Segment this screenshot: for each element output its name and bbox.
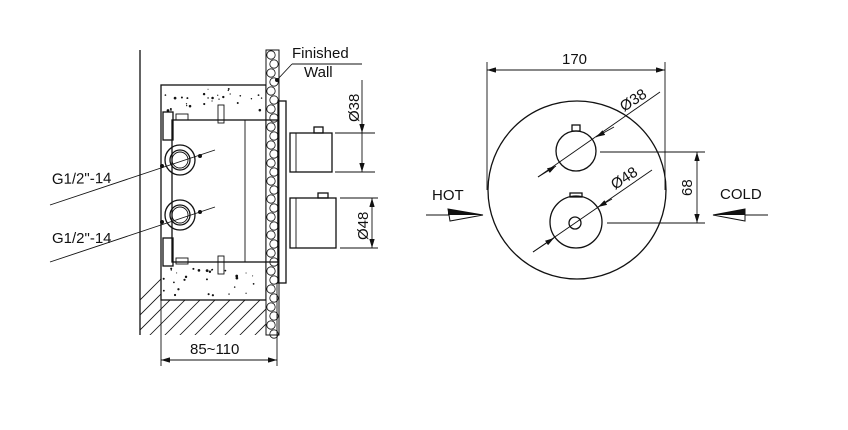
inlet-label-bottom: G1/2"-14 xyxy=(52,230,112,247)
finished-wall-label: Finished xyxy=(292,45,349,62)
side-view: G1/2"-14 G1/2"-14 Finished Wall Ø38 Ø48 … xyxy=(49,45,378,366)
inlet-top xyxy=(164,144,196,176)
handle-small xyxy=(289,126,333,173)
handle-large xyxy=(289,192,337,249)
inlet-leader-top xyxy=(49,149,216,206)
cold-label: COLD xyxy=(720,186,762,203)
mounting-box xyxy=(160,84,267,301)
finished-wall-strip xyxy=(265,49,280,336)
valve-body xyxy=(171,119,279,263)
inlet-bottom xyxy=(164,199,196,231)
hot-label: HOT xyxy=(432,187,464,204)
front-view: 170 Ø38 Ø48 68 HOT COLD xyxy=(426,51,768,280)
cover-plate-circle xyxy=(487,100,667,280)
side-dim-large-handle: Ø48 xyxy=(355,212,372,240)
finished-wall-label-2: Wall xyxy=(304,64,333,81)
hot-arrow-icon xyxy=(426,208,484,222)
concrete-fill xyxy=(162,87,263,297)
inlet-label-top: G1/2"-14 xyxy=(52,170,112,188)
side-dim-small-handle: Ø38 xyxy=(346,94,363,122)
cold-arrow-icon xyxy=(712,208,768,222)
depth-dim: 85~110 xyxy=(190,341,239,358)
front-handle-small xyxy=(555,124,597,172)
spacing-dim: 68 xyxy=(679,179,696,196)
cover-plate xyxy=(277,100,287,284)
front-handle-large xyxy=(549,192,603,249)
width-dim: 170 xyxy=(562,51,587,68)
inlet-leader-bottom xyxy=(49,206,216,263)
